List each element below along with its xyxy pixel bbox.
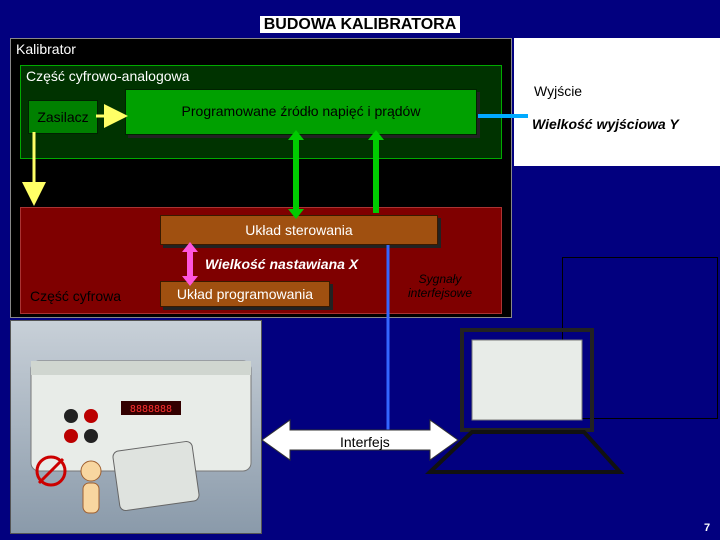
computer-panel — [562, 257, 718, 419]
parameter-setting-label: Nastawa parametrów informacyjnych i niei… — [60, 163, 310, 191]
interface-signals-line1: Sygnały — [418, 272, 462, 286]
interface-label: Interfejs — [340, 434, 390, 450]
parameter-arrow-head-bottom — [288, 209, 304, 219]
control-unit-label: Układ sterowania — [245, 222, 353, 238]
calibrator-label: Kalibrator — [16, 41, 76, 57]
parameter-setting-line2: informacyjnych i nieinformacyjnych — [92, 177, 278, 191]
control-unit-block: Układ sterowania — [160, 215, 438, 245]
output-quantity-label: Wielkość wyjściowa Y — [532, 116, 679, 132]
calibrator-photo: 8888888 — [10, 320, 262, 534]
parameter-setting-line1: Nastawa parametrów — [128, 163, 242, 177]
control-signals-label: Sygnały sterujące — [380, 168, 475, 182]
output-label: Wyjście — [534, 83, 583, 99]
monitor-screen — [471, 339, 583, 421]
analog-digital-label: Część cyfrowo-analogowa — [26, 68, 190, 84]
programming-unit-block: Układ programowania — [160, 281, 330, 307]
digital-section-label: Część cyfrowa — [30, 288, 122, 304]
programmable-source-label: Programowane źródło napięć i prądów — [181, 103, 421, 119]
page-number: 7 — [704, 522, 711, 534]
programmable-source-block: Programowane źródło napięć i prądów — [125, 89, 477, 135]
set-quantity-arrow-head-top — [182, 242, 198, 252]
keyboard-outline — [425, 430, 625, 474]
svg-text:8888888: 8888888 — [130, 404, 172, 415]
side-panel — [514, 38, 720, 166]
power-supply-label: Zasilacz — [37, 109, 89, 125]
slide-title: BUDOWA KALIBRATORA — [0, 16, 720, 34]
interface-double-arrow — [261, 419, 459, 461]
calibrator-device-illustration: 8888888 — [30, 360, 252, 514]
set-quantity-arrow-head-bottom — [182, 276, 198, 286]
set-quantity-label: Wielkość nastawiana X — [205, 256, 359, 272]
power-supply-block: Zasilacz — [28, 100, 98, 134]
parameter-arrow-head-top — [288, 130, 304, 140]
programming-unit-label: Układ programowania — [176, 286, 314, 302]
control-arrow-head — [368, 130, 384, 140]
interface-signals-line2: interfejsowe — [407, 286, 473, 300]
interface-signals-label: Sygnały interfejsowe — [395, 272, 485, 300]
